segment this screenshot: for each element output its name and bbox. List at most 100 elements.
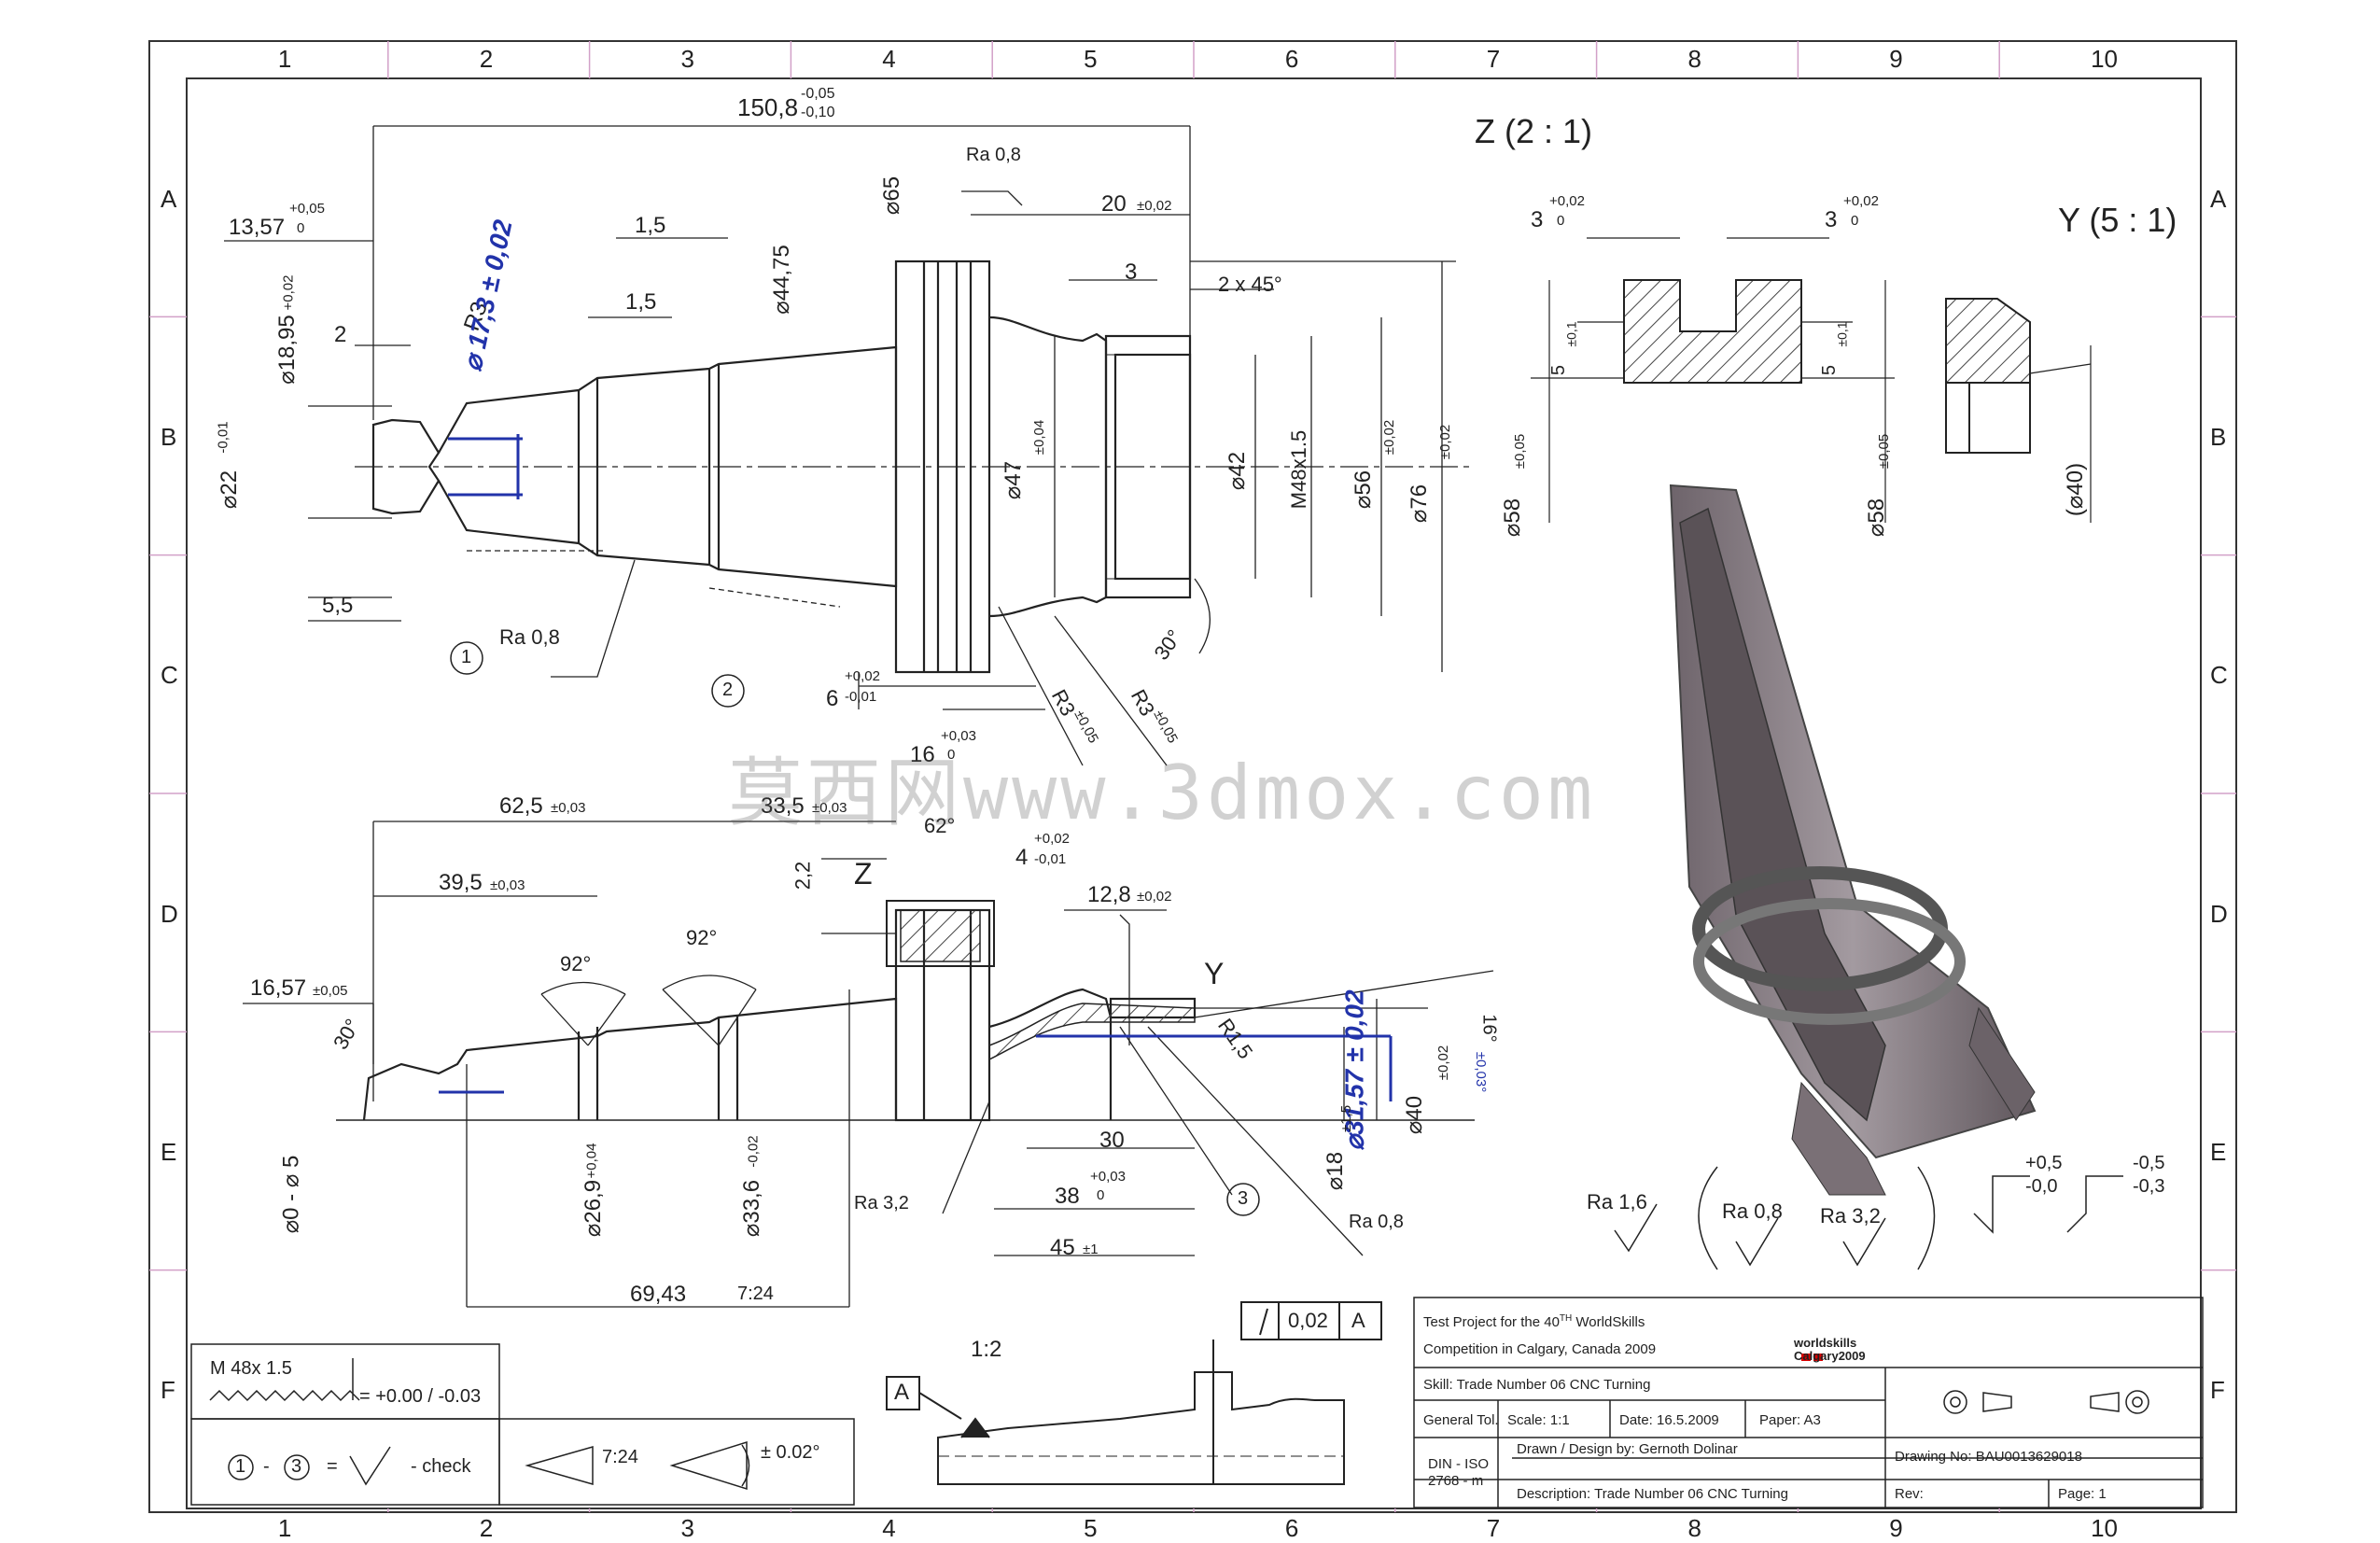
grid-row-E-right: E (2210, 1138, 2227, 1166)
grid-col-9-top: 9 (1889, 45, 1903, 73)
z-dim-dia58b-tol: ±0,05 (1876, 433, 1893, 470)
grid-col-1-top: 1 (277, 45, 292, 73)
grid-col-5-bottom: 5 (1084, 1514, 1098, 1542)
detail-y-title: Y (5 : 1) (2058, 201, 2177, 239)
isometric-3d-view (1669, 484, 2037, 1196)
ra-3-2-legend: Ra 3,2 (1820, 1204, 1881, 1227)
bottom-blue-annotation (439, 1034, 1393, 1101)
dim-overall-tol-dn: -0,10 (801, 105, 835, 120)
ra-0-8-legend: Ra 0,8 (1722, 1199, 1783, 1223)
tb-drawing-no: Drawing No: BAU0013629018 (1895, 1449, 2082, 1465)
tb-skill: Skill: Trade Number 06 CNC Turning (1423, 1377, 1651, 1393)
grid-row-F-left: F (161, 1376, 175, 1405)
outer-border (148, 40, 2237, 1513)
dim-2: 2 (334, 322, 347, 347)
dim-62-5: 62,5 (499, 793, 543, 819)
tb-drawn: Drawn / Design by: Gernoth Dolinar (1517, 1441, 1738, 1457)
top-view-dimension-lines (224, 125, 1456, 766)
balloon-1: 1 (461, 647, 472, 667)
dim-dia56: ⌀56 (1351, 470, 1377, 510)
note-check-b1: 1 (235, 1456, 246, 1477)
dim-38-tol-dn: 0 (1097, 1187, 1105, 1203)
dim-20: 20 (1101, 191, 1127, 217)
grid-col-10-bottom: 10 (2091, 1514, 2119, 1542)
grid-col-7-bottom: 7 (1486, 1514, 1501, 1542)
z-dim-3a: 3 (1531, 207, 1544, 232)
label-z: Z (854, 857, 873, 891)
section-a-view (886, 1301, 1382, 1485)
detail-z-title: Z (2 : 1) (1475, 112, 1593, 150)
z-dim-5b-tol: ±0,1 (1834, 321, 1850, 347)
z-dim-5b: 5 (1819, 364, 1841, 376)
tol-2-up: -0,5 (2133, 1153, 2165, 1173)
dim-dia26-9: ⌀26,9 (581, 1179, 607, 1238)
dim-4: 4 (1015, 845, 1029, 870)
dim-dia18-tol: ±1,5 (1338, 1104, 1355, 1133)
dim-45-tol: ±1 (1083, 1241, 1099, 1257)
grid-row-B-left: B (161, 423, 177, 451)
dim-13-57: 13,57 (229, 215, 286, 240)
dim-92a: 92° (560, 952, 592, 975)
z-dim-5a: 5 (1548, 364, 1570, 376)
top-view-profile (355, 260, 1475, 674)
dim-dia18: ⌀18 (1323, 1151, 1349, 1191)
dim-taper-bottom: 7:24 (737, 1283, 774, 1304)
dim-3: 3 (1125, 260, 1138, 285)
note-check-dash: - (263, 1456, 270, 1477)
dim-16: 16 (910, 742, 935, 767)
dim-62: 62° (924, 814, 956, 837)
dim-6-tol-up: +0,02 (845, 668, 880, 684)
tb-description: Description: Trade Number 06 CNC Turning (1517, 1486, 1788, 1502)
title-block (1413, 1297, 2204, 1508)
dim-45: 45 (1050, 1235, 1075, 1260)
grid-col-10-top: 10 (2091, 45, 2119, 73)
fcf-value: 0,02 (1288, 1309, 1328, 1332)
z-dim-3b-tol-dn: 0 (1851, 213, 1859, 229)
tb-general-tol: General Tol. (1423, 1412, 1499, 1428)
dim-dia18-95-tol: +0,02 (280, 274, 297, 311)
z-dim-3b: 3 (1825, 207, 1838, 232)
note-angle-tol: ± 0.02° (761, 1442, 820, 1463)
fcf-datum: A (1351, 1309, 1365, 1332)
dim-39-5: 39,5 (439, 870, 483, 895)
dim-6: 6 (826, 686, 839, 711)
grid-col-7-top: 7 (1486, 45, 1501, 73)
balloon-2-circle (711, 674, 745, 708)
dim-1-5-b: 1,5 (625, 289, 657, 315)
grid-col-4-bottom: 4 (882, 1514, 896, 1542)
dim-dia76: ⌀76 (1407, 484, 1433, 524)
dim-38-tol-up: +0,03 (1090, 1169, 1126, 1185)
dim-33-5-tol: ±0,03 (812, 800, 847, 816)
balloon-3: 3 (1238, 1188, 1249, 1209)
dim-dia76-tol: ±0,02 (1437, 424, 1454, 460)
z-dim-3a-tol-up: +0,02 (1549, 193, 1585, 209)
grid-col-3-top: 3 (680, 45, 694, 73)
note-check-eq: = (327, 1456, 338, 1477)
z-dim-dia58a-tol: ±0,05 (1512, 433, 1529, 470)
dim-dia33-6: ⌀33,6 (739, 1179, 765, 1238)
dim-12-8-tol: ±0,02 (1137, 889, 1172, 905)
dim-dia56-tol: ±0,02 (1381, 419, 1398, 456)
dim-4-tol-dn: -0,01 (1034, 851, 1067, 867)
tb-date: Date: 16.5.2009 (1619, 1412, 1719, 1428)
grid-row-D-left: D (161, 899, 178, 928)
grid-row-C-right: C (2210, 661, 2228, 690)
grid-col-6-bottom: 6 (1284, 1514, 1299, 1542)
grid-col-4-top: 4 (882, 45, 896, 73)
surface-symbols (1614, 1166, 2123, 1270)
dim-dia47-tol: ±0,04 (1031, 419, 1048, 456)
tb-scale: Scale: 1:1 (1507, 1412, 1570, 1428)
grid-col-9-bottom: 9 (1889, 1514, 1903, 1542)
balloon-1-circle (450, 641, 483, 675)
dim-13-57-tol-dn: 0 (297, 220, 305, 236)
tb-project-line2: Competition in Calgary, Canada 2009 (1423, 1341, 1657, 1357)
dim-dia33-6-tol: -0,02 (745, 1135, 762, 1168)
z-dim-dia58b: ⌀58 (1864, 498, 1890, 538)
note-check-b3: 3 (291, 1456, 302, 1477)
tol-1-up: +0,5 (2025, 1153, 2063, 1173)
dim-20-tol: ±0,02 (1137, 198, 1172, 214)
dim-dia47: ⌀47 (1001, 460, 1027, 500)
dim-16-57: 16,57 (250, 975, 307, 1001)
dim-1-5-a: 1,5 (635, 213, 666, 238)
